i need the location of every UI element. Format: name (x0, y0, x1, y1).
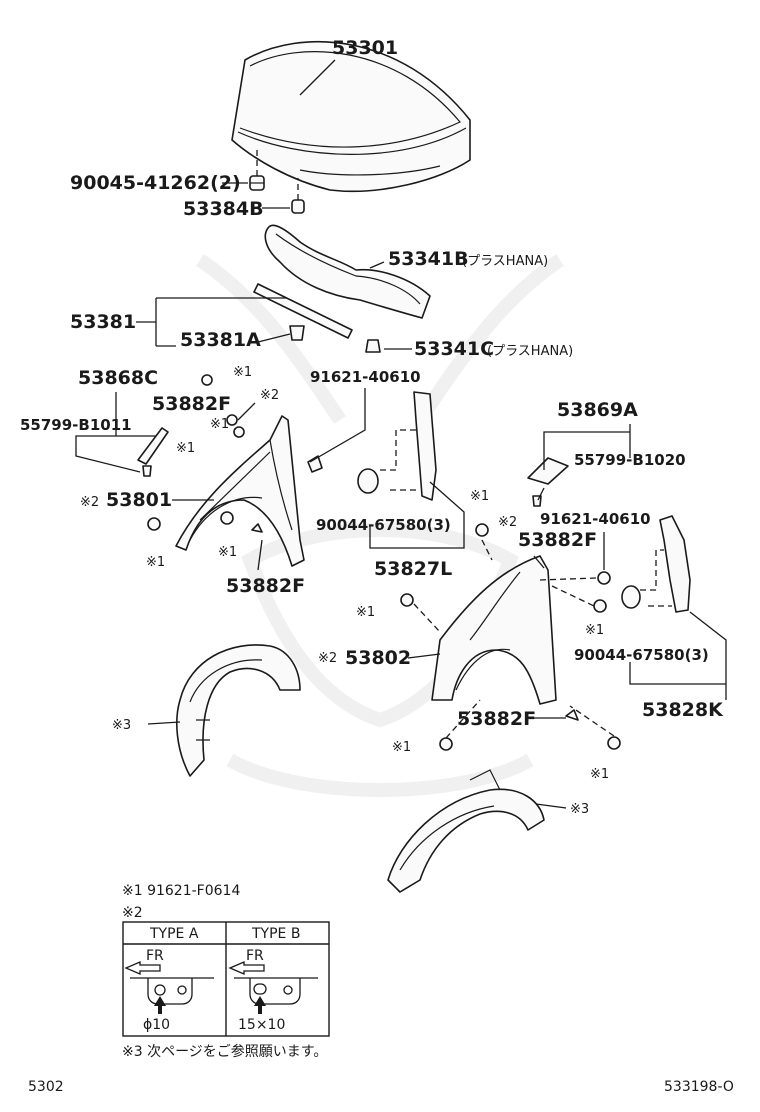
bracket-53868C (137, 427, 169, 477)
label-53341B: 53341B (388, 248, 469, 270)
seal-53341B (264, 224, 431, 319)
dim-a: ϕ10 (143, 1017, 170, 1033)
label-53882F-lower-left: 53882F (226, 575, 305, 597)
label-53882F-upper-right: 53882F (518, 529, 597, 551)
label-53882F-lower-right: 53882F (457, 708, 536, 730)
type-table: TYPE A TYPE B FR ϕ10 FR 15×10 (122, 921, 330, 1037)
mark-3: ※3 (570, 802, 589, 817)
liner-left (176, 644, 301, 777)
liner-right (387, 769, 545, 893)
label-53868C: 53868C (78, 367, 158, 389)
mark-2: ※2 (260, 388, 279, 403)
label-53801: 53801 (106, 489, 172, 511)
label-53341B-note: (プラスHANA) (462, 254, 548, 269)
label-53827L: 53827L (374, 558, 452, 580)
label-53828K: 53828K (642, 699, 724, 721)
seal-53828K (621, 515, 691, 613)
label-91621-40610-right: 91621-40610 (540, 510, 651, 528)
label-53301: 53301 (332, 37, 398, 59)
label-90045-41262: 90045-41262(2) (70, 172, 241, 194)
label-90044-67580-left: 90044-67580(3) (316, 516, 451, 534)
note-2: ※2 (122, 905, 143, 921)
label-53802: 53802 (345, 647, 411, 669)
pointer-arrow-a (154, 996, 166, 1014)
mark-3: ※3 (112, 718, 131, 733)
type-b-header: TYPE B (251, 926, 300, 942)
mark-1: ※1 (233, 365, 252, 380)
mark-1: ※1 (585, 623, 604, 638)
bracket-53869A (527, 457, 569, 507)
right-fasteners (400, 523, 621, 751)
leader-lines (75, 59, 727, 809)
label-53341C-note: (プラスHANA) (487, 344, 573, 359)
pointer-arrow-b (254, 996, 266, 1014)
mark-1: ※1 (470, 489, 489, 504)
note-1: ※1 91621-F0614 (122, 883, 240, 899)
fr-arrow-a (124, 961, 161, 975)
type-a-header: TYPE A (149, 926, 199, 942)
fender-53802 (431, 555, 557, 705)
label-53869A: 53869A (557, 399, 638, 421)
fr-label-a: FR (146, 948, 164, 964)
footer-diagram-code: 533198-O (664, 1079, 734, 1095)
mark-2: ※2 (498, 515, 517, 530)
fender-53801 (175, 415, 305, 567)
dim-b: 15×10 (238, 1017, 285, 1033)
clip-53341C (365, 339, 381, 353)
label-90044-67580-right: 90044-67580(3) (574, 646, 709, 664)
mark-1: ※1 (210, 417, 229, 432)
label-55799-B1011: 55799-B1011 (20, 416, 132, 434)
fr-arrow-b (228, 961, 265, 975)
mark-1: ※1 (392, 740, 411, 755)
label-53381A: 53381A (180, 329, 261, 351)
label-53384B: 53384B (183, 198, 264, 220)
mark-2: ※2 (318, 651, 337, 666)
bumper-90045 (249, 150, 265, 191)
mark-2: ※2 (80, 495, 99, 510)
fr-label-b: FR (246, 948, 264, 964)
cushion-53384B (291, 178, 305, 214)
footer-page-code: 5302 (28, 1079, 64, 1095)
label-53381: 53381 (70, 311, 136, 333)
mark-1: ※1 (176, 441, 195, 456)
label-91621-40610-left: 91621-40610 (310, 368, 421, 386)
label-53882F-upper-left: 53882F (152, 393, 231, 415)
seal-53827L (357, 391, 437, 501)
label-53341C: 53341C (414, 338, 494, 360)
note-3: ※3 次ページをご参照願います。 (122, 1043, 327, 1060)
mark-1: ※1 (146, 555, 165, 570)
mark-1: ※1 (356, 605, 375, 620)
left-fasteners (147, 374, 323, 533)
label-55799-B1020: 55799-B1020 (574, 451, 686, 469)
mark-1: ※1 (590, 767, 609, 782)
hood-53301 (231, 40, 471, 193)
mark-1: ※1 (218, 545, 237, 560)
